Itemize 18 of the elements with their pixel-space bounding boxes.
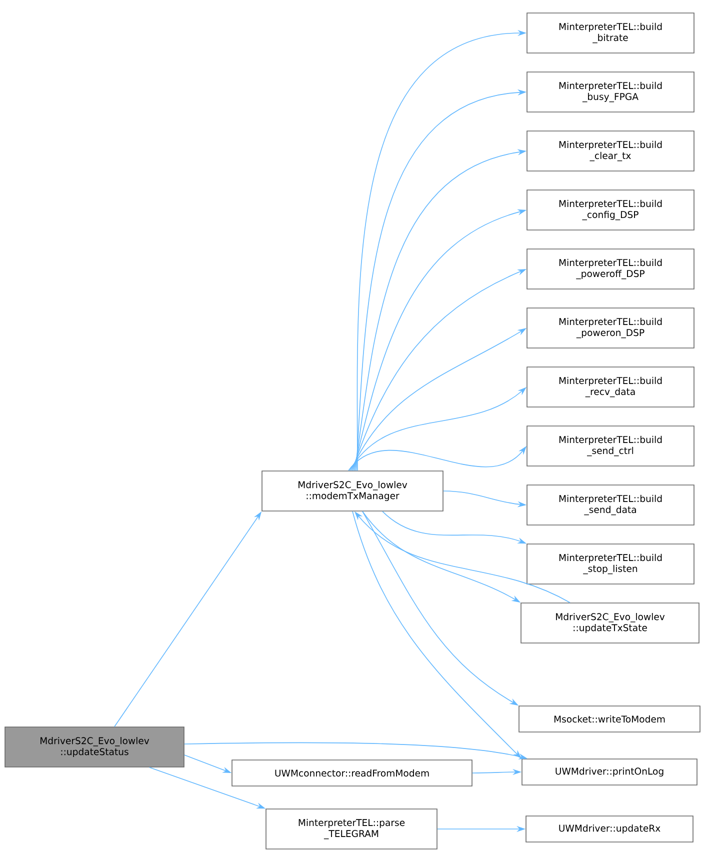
function-box: UWMdriver::updateRx bbox=[526, 816, 694, 842]
function-box: MdriverS2C_Evo_lowlev ::modemTxManager bbox=[262, 470, 444, 512]
function-box: MinterpreterTEL::build _poweron_DSP bbox=[526, 308, 694, 348]
function-box: UWMconnector::readFromModem bbox=[232, 760, 472, 786]
function-box: Msocket::writeToModem bbox=[518, 706, 700, 732]
function-box: MinterpreterTEL::build _stop_listen bbox=[526, 544, 694, 584]
function-box: MinterpreterTEL::build _send_ctrl bbox=[526, 426, 694, 466]
function-box: MinterpreterTEL::build _recv_data bbox=[526, 366, 694, 408]
function-box: MinterpreterTEL::parse _TELEGRAM bbox=[266, 808, 438, 850]
function-box: MinterpreterTEL::build _poweroff_DSP bbox=[526, 248, 694, 290]
function-box: MdriverS2C_Evo_lowlev ::updateTxState bbox=[520, 602, 700, 644]
function-box: MinterpreterTEL::build _send_data bbox=[526, 484, 694, 526]
function-box: UWMdriver::printOnLog bbox=[522, 758, 698, 786]
function-box: MinterpreterTEL::build _busy_FPGA bbox=[526, 72, 694, 112]
function-box: MinterpreterTEL::build _bitrate bbox=[526, 12, 694, 54]
function-box: MdriverS2C_Evo_lowlev ::updateStatus bbox=[4, 726, 184, 768]
function-box: MinterpreterTEL::build _clear_tx bbox=[526, 130, 694, 172]
function-box: MinterpreterTEL::build _config_DSP bbox=[526, 190, 694, 230]
